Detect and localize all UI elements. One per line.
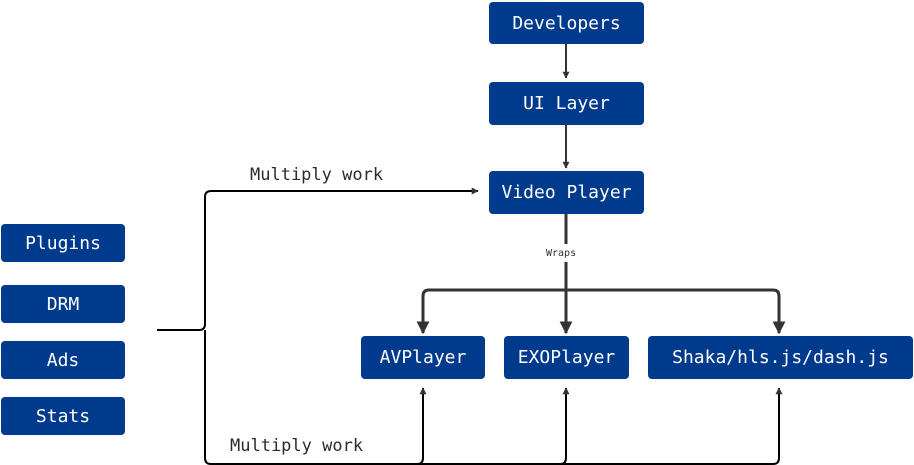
ui-layer-label: UI Layer <box>523 93 610 114</box>
drm-label: DRM <box>46 293 80 315</box>
avplayer-node[interactable]: AVPlayer <box>361 336 485 379</box>
wraps-label: Wraps <box>546 248 577 259</box>
ui-layer-node[interactable]: UI Layer <box>489 82 644 125</box>
arrow-multiply-work-to-exoplayer <box>559 387 570 465</box>
developers-label: Developers <box>512 12 621 34</box>
web-players-node[interactable]: Shaka/hls.js/dash.js <box>648 336 913 379</box>
wraps-bus-line <box>429 288 781 297</box>
multiply-work-bottom-label: Multiply work <box>230 436 364 456</box>
plugins-node[interactable]: Plugins <box>1 224 125 262</box>
multiply-work-bottom-line <box>204 330 783 465</box>
exoplayer-label: EXOPlayer <box>517 347 616 368</box>
wraps-bus-left-corner <box>421 288 430 297</box>
developers-node[interactable]: Developers <box>489 2 644 44</box>
drm-node[interactable]: DRM <box>1 285 125 323</box>
stats-label: Stats <box>35 405 91 427</box>
ads-node[interactable]: Ads <box>1 341 125 379</box>
avplayer-label: AVPlayer <box>379 347 467 368</box>
plugins-label: Plugins <box>25 232 101 254</box>
ads-label: Ads <box>46 349 80 371</box>
video-player-node[interactable]: Video Player <box>489 171 644 214</box>
exoplayer-node[interactable]: EXOPlayer <box>504 336 629 379</box>
feature-group-connector <box>157 187 479 331</box>
arrow-multiply-work-to-avplayer <box>416 387 427 465</box>
video-player-label: Video Player <box>501 182 632 203</box>
stats-node[interactable]: Stats <box>1 397 125 435</box>
web-players-label: Shaka/hls.js/dash.js <box>672 347 889 368</box>
multiply-work-top-label: Multiply work <box>250 165 384 185</box>
